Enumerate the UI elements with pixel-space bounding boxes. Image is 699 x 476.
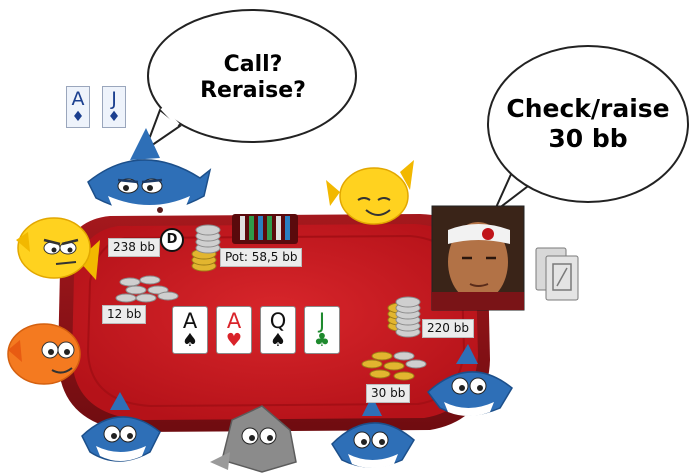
left-bubble-line2: Reraise?	[200, 78, 306, 104]
board-card-4: J ♣	[304, 306, 340, 354]
hero-card-1-rank: A	[71, 88, 85, 110]
shark-avatar-hero	[87, 128, 212, 214]
spade-suit-icon: ♠	[269, 330, 287, 351]
face-down-cards-icon	[535, 247, 579, 301]
right-speech-bubble	[487, 45, 689, 213]
yellow-fish-avatar-left	[16, 217, 100, 280]
hero-hole-card-2: J ♦	[102, 86, 126, 128]
left-bubble-line1: Call?	[223, 52, 283, 77]
board-card-2-rank: A	[226, 309, 242, 333]
hero-card-2-rank: J	[111, 88, 117, 110]
club-suit-icon: ♣	[313, 330, 331, 351]
hero-bet-chips	[115, 275, 179, 303]
villain-stack-label: 220 bb	[422, 319, 474, 338]
shark-avatar-bottom-left	[81, 392, 161, 462]
board-card-2: A ♥	[216, 306, 252, 354]
hero-hole-card-1: A ♦	[66, 86, 90, 128]
shark-avatar-bottom-right	[331, 396, 415, 468]
yellow-fish-avatar-top	[326, 160, 414, 225]
heart-suit-icon: ♥	[225, 330, 243, 351]
diamond-suit-icon: ♦	[71, 109, 85, 125]
hero-bet-label: 12 bb	[102, 305, 147, 324]
board-card-3: Q ♠	[260, 306, 296, 354]
pot-label: Pot: 58,5 bb	[220, 248, 303, 267]
hero-stack-label: 238 bb	[108, 238, 160, 257]
board-card-1-rank: A	[182, 309, 198, 333]
left-bubble-text: Call? Reraise?	[178, 52, 328, 105]
villain-bet-chips	[361, 351, 427, 381]
board-card-4-rank: J	[318, 309, 326, 333]
orange-fish-avatar	[7, 323, 81, 385]
right-bubble-text: Check/raise 30 bb	[498, 94, 678, 154]
rock-avatar	[210, 405, 297, 473]
left-speech-bubble	[142, 9, 357, 153]
right-bubble-line2: 30 bb	[548, 124, 628, 153]
shark-avatar-right	[426, 344, 513, 416]
villain-bet-label: 30 bb	[366, 384, 411, 403]
diamond-suit-icon: ♦	[107, 109, 121, 125]
villain-chip-stack	[387, 296, 421, 338]
right-bubble-line1: Check/raise	[506, 94, 670, 123]
dealer-button: D	[160, 228, 184, 252]
chip-tray	[232, 214, 298, 244]
hero-chip-stack	[191, 224, 221, 272]
board-card-1: A ♠	[172, 306, 208, 354]
spade-suit-icon: ♠	[181, 330, 199, 351]
board-card-3-rank: Q	[269, 309, 287, 333]
villain-photo-avatar	[431, 205, 525, 311]
